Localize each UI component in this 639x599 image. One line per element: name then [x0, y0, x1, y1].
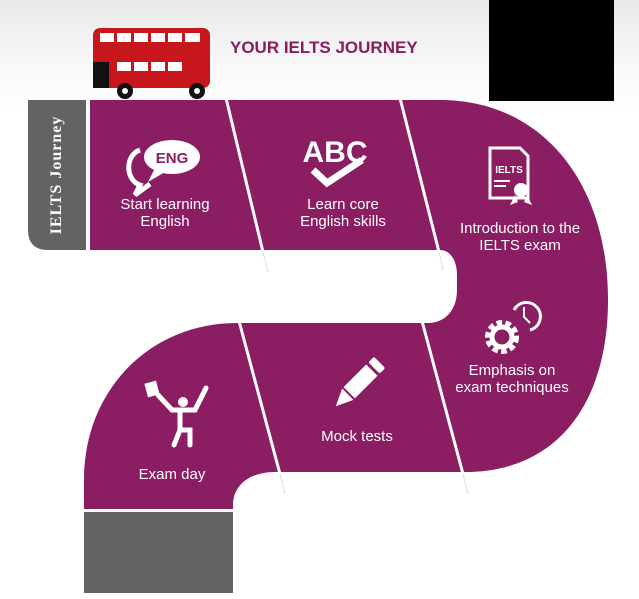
- gear-clock-icon: [485, 300, 542, 354]
- redacted-box: [489, 0, 614, 101]
- step-core-skills: Learn core English skills: [300, 196, 386, 230]
- step-mock-tests: Mock tests: [321, 428, 393, 445]
- road-path: [84, 100, 608, 509]
- step-label-line: exam techniques: [455, 379, 569, 396]
- step-label-line: Exam day: [138, 466, 206, 483]
- abc-checkmark-icon: ABC: [303, 136, 368, 188]
- page-title: YOUR IELTS JOURNEY: [230, 38, 418, 57]
- speech-bubble-eng-icon: ENG: [126, 140, 200, 198]
- step-label-line: Start learning: [120, 196, 210, 213]
- step-dividers: [224, 97, 465, 475]
- side-tab: [28, 100, 86, 250]
- step-start-learning: Start learning English: [120, 196, 209, 230]
- step-exam-day: Exam day: [139, 466, 206, 483]
- step-label-line: IELTS exam: [479, 237, 561, 254]
- step-label-line: Mock tests: [321, 428, 393, 445]
- step-exam-techniques: Emphasis on exam techniques: [455, 362, 568, 396]
- pencil-icon: [335, 357, 385, 407]
- road-end: [84, 512, 233, 593]
- step-label-line: English skills: [300, 213, 386, 230]
- side-tab-label: IELTS Journey: [48, 115, 65, 235]
- bus-icon: [93, 28, 210, 99]
- svg-text:IELTS: IELTS: [495, 165, 523, 176]
- step-label-line: Learn core: [307, 196, 379, 213]
- step-label-line: English: [140, 213, 190, 230]
- step-introduction: Introduction to the IELTS exam: [460, 220, 580, 254]
- celebrating-person-icon: [144, 380, 209, 448]
- step-label-line: Emphasis on: [468, 362, 556, 379]
- svg-text:ENG: ENG: [156, 150, 189, 167]
- ielts-certificate-icon: IELTS: [488, 146, 532, 205]
- step-label-line: Introduction to the: [459, 220, 581, 237]
